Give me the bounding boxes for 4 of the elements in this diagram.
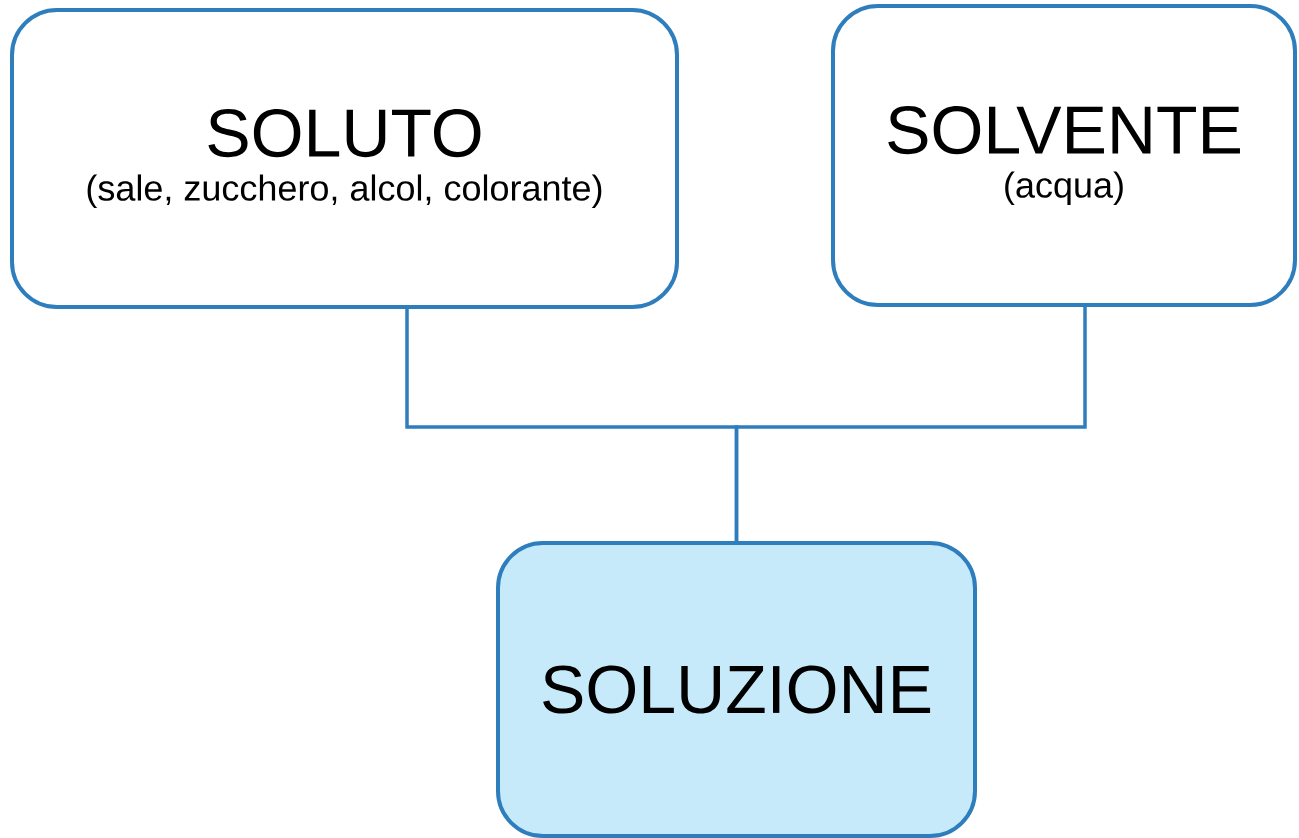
process-box: SOLVENTE (acqua) xyxy=(831,4,1297,307)
process-box: SOLUTO (sale, zucchero, alcol, colorante) xyxy=(10,8,679,309)
process-box: SOLUZIONE xyxy=(496,541,977,838)
connector-line xyxy=(734,307,1087,541)
